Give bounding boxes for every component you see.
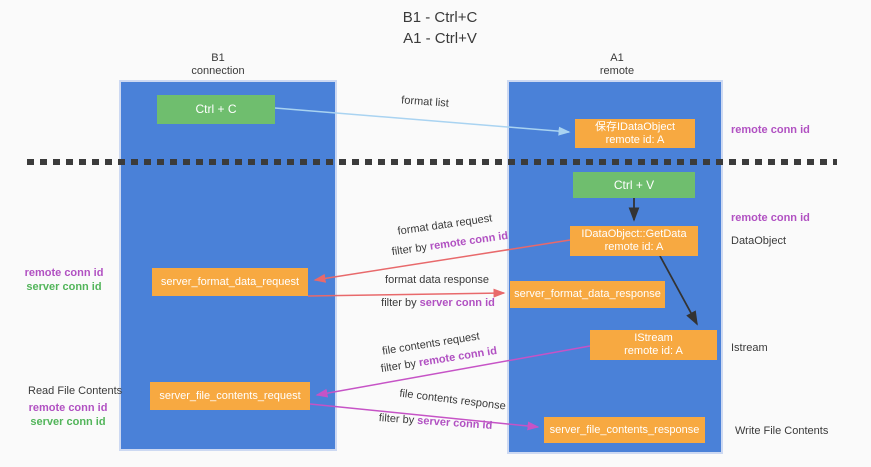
format-data-response-filter-label: filter by server conn id xyxy=(373,297,503,310)
save-dataobject-box: 保存IDataObject remote id: A xyxy=(575,119,695,148)
istream-side-label: Istream xyxy=(731,342,768,354)
diagram-title: B1 - Ctrl+C A1 - Ctrl+V xyxy=(300,7,580,49)
getdata-line1: IDataObject::GetData xyxy=(581,228,687,240)
server-file-contents-request-label: server_file_contents_request xyxy=(159,389,301,402)
server-file-contents-response-label: server_file_contents_response xyxy=(549,423,700,436)
filter-prefix: filter by xyxy=(390,240,431,259)
filter-prefix: filter by xyxy=(378,412,418,427)
istream-line2: remote id: A xyxy=(624,345,683,357)
right-column-role: remote xyxy=(599,65,635,77)
save-dataobject-line1: 保存IDataObject xyxy=(594,120,676,133)
remote-conn-id-label-mid: remote conn id xyxy=(731,212,810,224)
filter-prefix: filter by xyxy=(380,357,420,376)
getdata-box: IDataObject::GetData remote id: A xyxy=(570,226,698,256)
server-format-data-response-box: server_format_data_response xyxy=(510,281,665,308)
filter-prefix: filter by xyxy=(381,297,420,309)
filter-remote-conn-id: remote conn id xyxy=(429,229,509,253)
format-list-label: format list xyxy=(400,94,450,110)
file-contents-response-label: file contents response xyxy=(398,387,507,413)
remote-conn-id-label-top: remote conn id xyxy=(731,124,810,136)
server-format-data-response-label: server_format_data_response xyxy=(514,288,661,300)
istream-box: IStream remote id: A xyxy=(590,330,717,360)
ctrl-v-label: Ctrl + V xyxy=(613,177,655,192)
filter-server-conn-id: server conn id xyxy=(416,414,493,432)
read-file-contents-label: Read File Contents xyxy=(28,385,123,397)
title-line-1: B1 - Ctrl+C xyxy=(402,9,478,26)
istream-line1: IStream xyxy=(634,332,673,344)
server-file-contents-response-box: server_file_contents_response xyxy=(544,417,705,443)
dataobject-label: DataObject xyxy=(731,235,787,247)
server-format-data-request-label: server_format_data_request xyxy=(160,275,300,288)
left-conn-ids-bottom: remote conn id server conn id xyxy=(26,401,110,429)
format-data-response-arrow xyxy=(307,288,506,298)
server-file-contents-request-box: server_file_contents_request xyxy=(150,382,310,410)
right-column-header: A1 remote xyxy=(547,52,687,78)
left-column-name: B1 xyxy=(211,52,225,64)
server-format-data-request-box: server_format_data_request xyxy=(152,268,308,296)
ctrl-c-label: Ctrl + C xyxy=(195,102,237,116)
write-file-contents-label: Write File Contents xyxy=(735,425,829,437)
left-conn-ids-mid: remote conn id server conn id xyxy=(22,266,106,294)
left-column-header: B1 connection xyxy=(148,52,288,78)
right-column-name: A1 xyxy=(610,52,624,64)
remote-conn-id-label-left-bottom: remote conn id xyxy=(28,402,108,414)
title-line-2: A1 - Ctrl+V xyxy=(403,30,477,47)
filter-server-conn-id: server conn id xyxy=(419,297,495,309)
remote-conn-id-label-left-mid: remote conn id xyxy=(24,267,104,279)
ctrl-v-box: Ctrl + V xyxy=(573,172,695,198)
copy-paste-divider xyxy=(27,159,837,165)
ctrl-c-box: Ctrl + C xyxy=(157,95,275,124)
server-conn-id-label-left-bottom: server conn id xyxy=(30,416,106,428)
server-conn-id-label-left-mid: server conn id xyxy=(26,281,102,293)
format-data-response-label: format data response xyxy=(385,274,489,286)
save-dataobject-line2: remote id: A xyxy=(605,133,665,146)
getdata-line2: remote id: A xyxy=(604,241,664,253)
left-column-role: connection xyxy=(191,65,245,77)
file-contents-response-filter-label: filter by server conn id xyxy=(368,411,504,433)
